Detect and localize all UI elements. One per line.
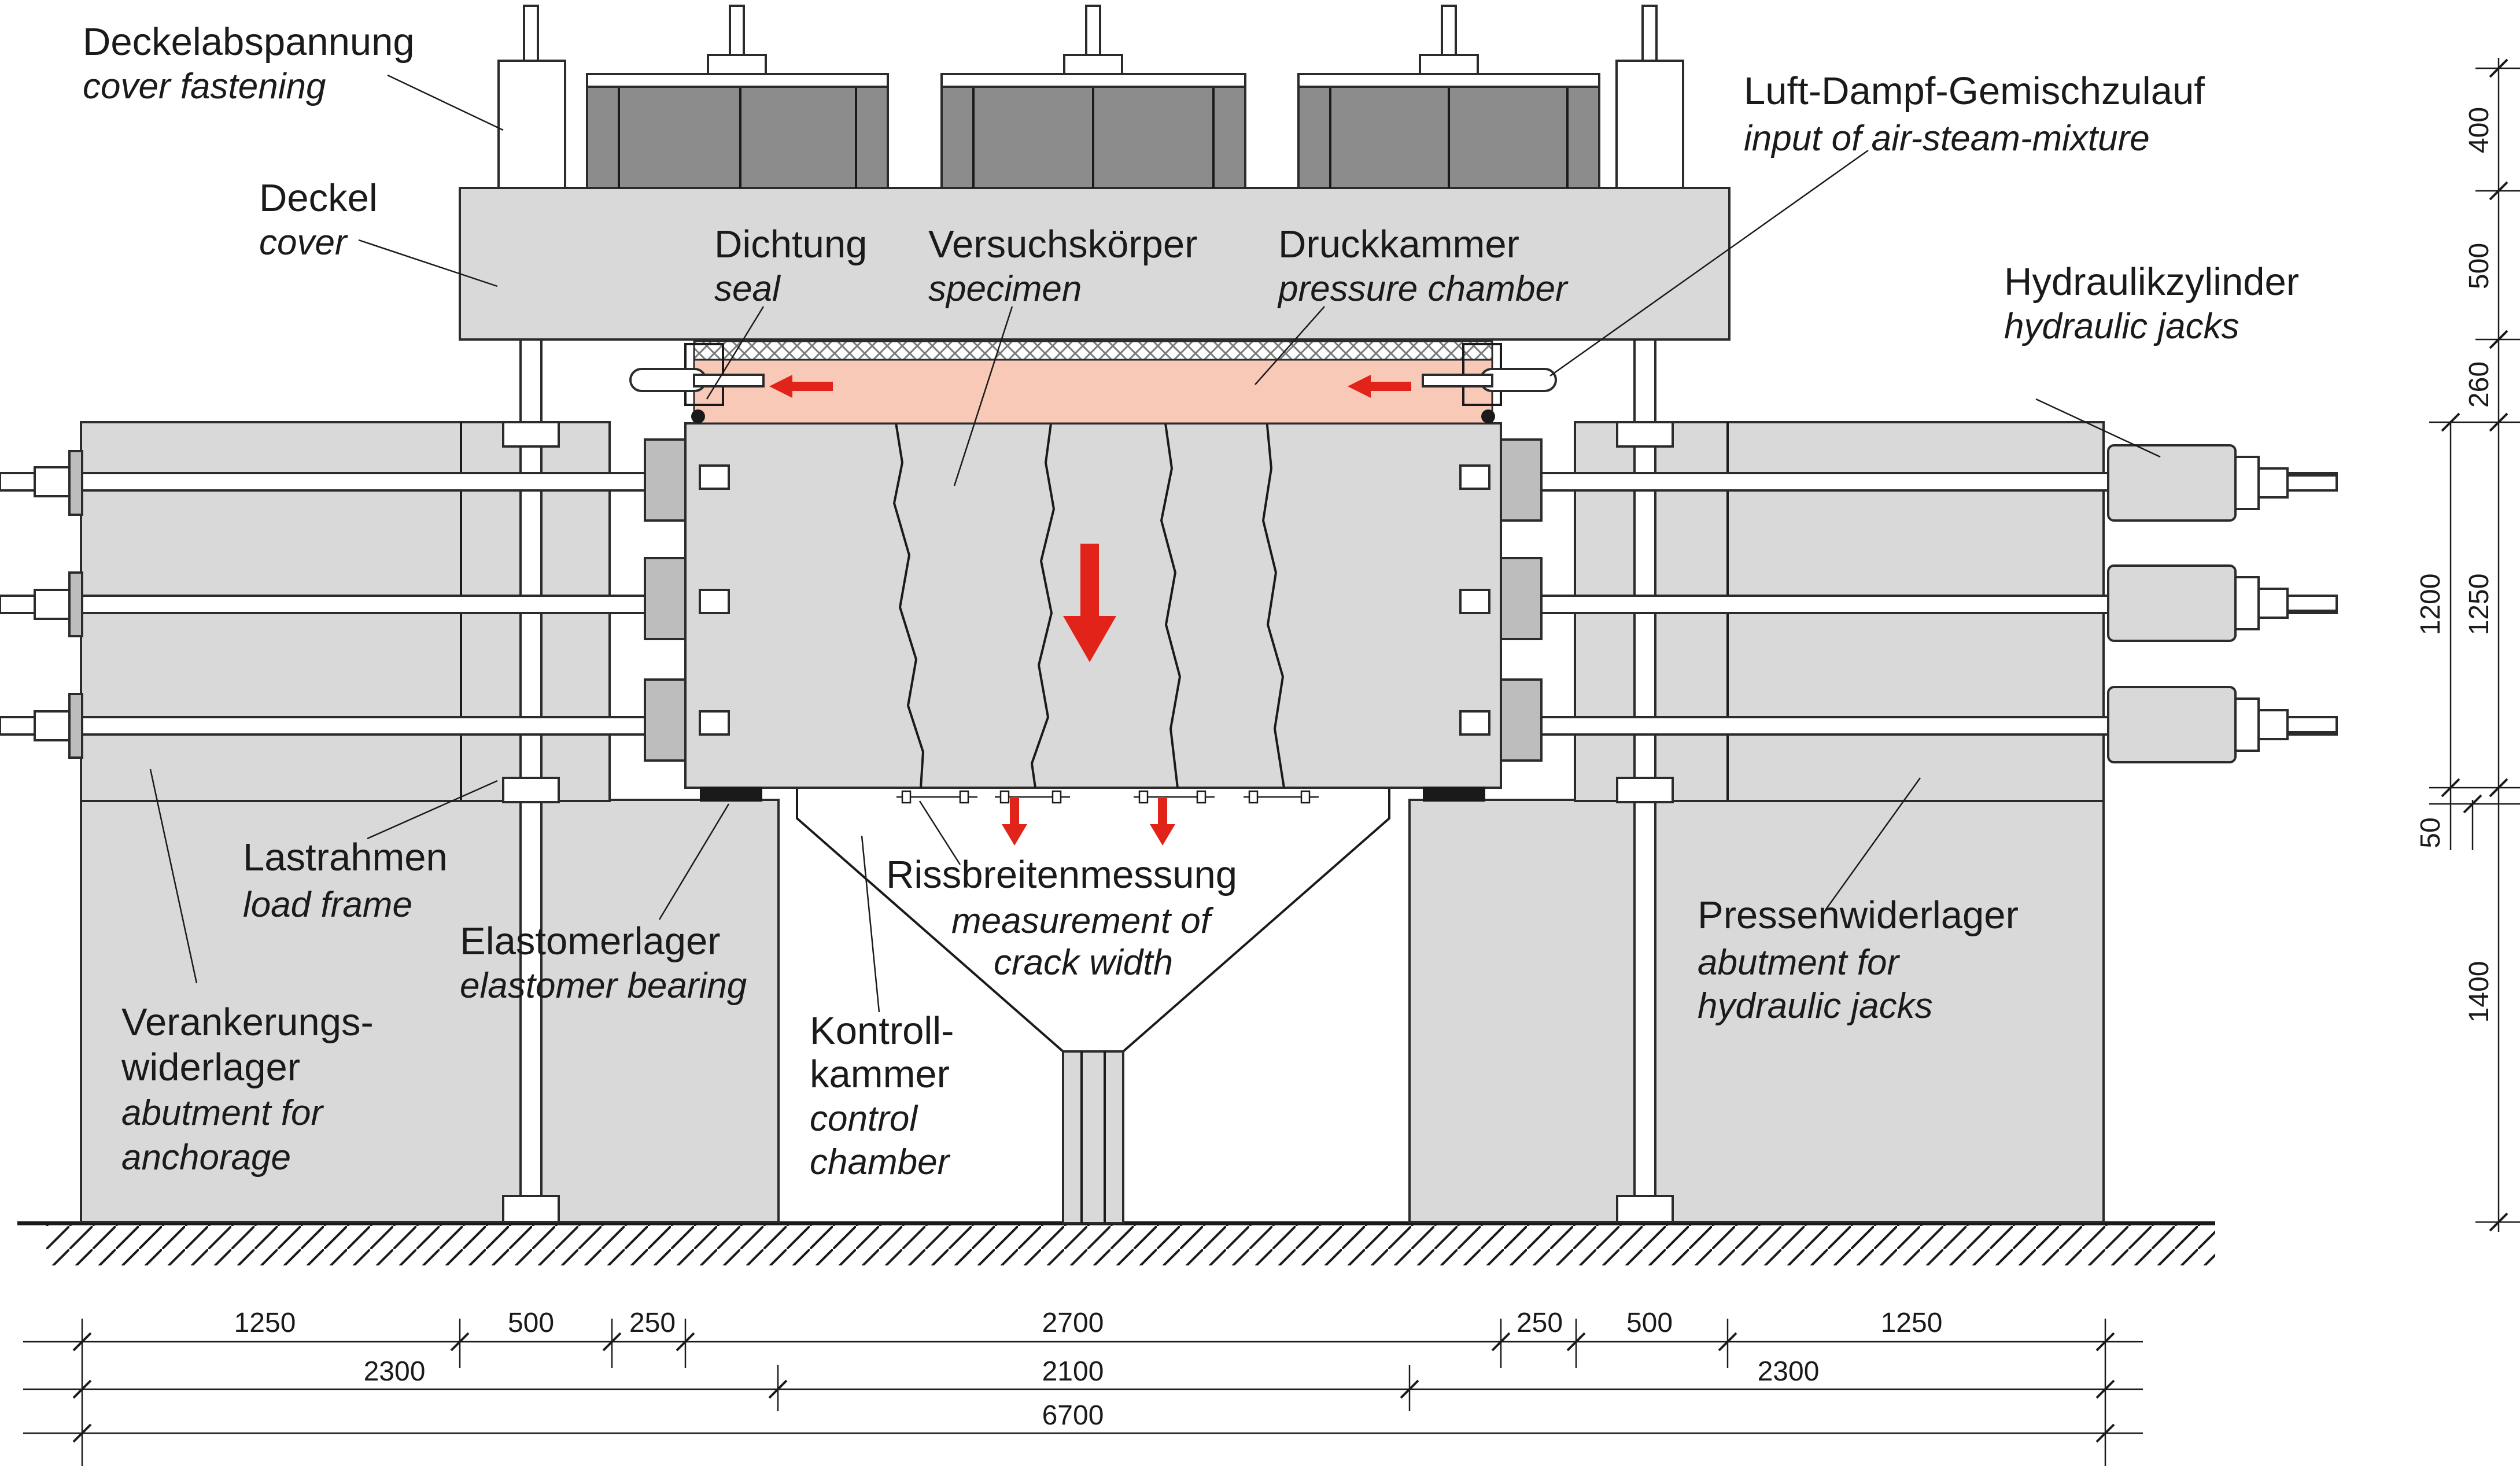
svg-text:cover fastening: cover fastening [83,67,326,106]
svg-text:Elastomerlager: Elastomerlager [460,920,721,963]
horizontal-dimensions: 1250 500 250 2700 250 500 1250 2300 2100… [23,1308,2143,1466]
svg-text:Versuchskörper: Versuchskörper [928,223,1198,266]
leader-lines [149,74,2161,1013]
label-seal: Dichtung seal [714,223,867,309]
dim-1200: 1200 [2415,574,2446,636]
label-air-steam-input: Luft-Dampf-Gemischzulauf input of air-st… [1744,69,2205,158]
label-control-chamber: Kontroll- kammer control chamber [810,1009,954,1182]
svg-text:hydraulic jacks: hydraulic jacks [1698,986,1933,1026]
svg-text:Rissbreitenmessung: Rissbreitenmessung [886,853,1237,896]
svg-text:kammer: kammer [810,1053,950,1096]
label-hydraulic-jacks: Hydraulikzylinder hydraulic jacks [2004,260,2299,346]
dim-1250-vertical: 1250 [2464,574,2495,636]
dim-50: 50 [2415,817,2446,848]
label-specimen: Versuchskörper specimen [928,223,1198,309]
label-cover: Deckel cover [259,176,378,263]
label-crack-width: Rissbreitenmessung measurement of crack … [886,853,1237,983]
vertical-dimensions: 400 500 260 1250 1400 1200 50 [2415,58,2520,1232]
dim-250-right: 250 [1517,1308,1563,1338]
dim-1250-left: 1250 [234,1308,296,1338]
label-load-frame: Lastrahmen load frame [243,836,448,925]
svg-text:pressure chamber: pressure chamber [1277,269,1569,309]
svg-text:crack width: crack width [994,943,1173,983]
svg-text:hydraulic jacks: hydraulic jacks [2004,307,2239,346]
dim-500-left: 500 [508,1308,554,1338]
control-chamber [796,789,1390,1224]
svg-text:Dichtung: Dichtung [714,223,867,266]
dim-250-left: 250 [629,1308,676,1338]
svg-text:seal: seal [714,269,781,309]
dim-1400: 1400 [2464,961,2495,1023]
dim-2300-left: 2300 [364,1356,426,1387]
svg-text:Kontroll-: Kontroll- [810,1009,954,1053]
svg-text:cover: cover [259,223,348,263]
dim-6700: 6700 [1042,1400,1104,1431]
jack-abutment [1408,421,2105,1223]
dim-1250-right: 1250 [1881,1308,1943,1338]
svg-text:anchorage: anchorage [121,1138,291,1178]
cover [459,5,1731,341]
svg-text:Lastrahmen: Lastrahmen [243,836,448,879]
ground [17,1221,2215,1265]
hydraulic-jacks [2107,444,2338,763]
svg-text:Hydraulikzylinder: Hydraulikzylinder [2004,260,2299,304]
label-cover-fastening: Deckelabspannung cover fastening [83,20,415,106]
svg-text:abutment for: abutment for [1698,943,1900,983]
svg-text:abutment for: abutment for [121,1093,324,1133]
svg-text:control: control [810,1099,918,1139]
svg-text:Pressenwiderlager: Pressenwiderlager [1698,894,2019,937]
dim-400: 400 [2464,107,2495,153]
svg-text:Druckkammer: Druckkammer [1278,223,1519,266]
svg-text:measurement of: measurement of [951,901,1214,941]
dim-2300-right: 2300 [1758,1356,1820,1387]
dim-500-vertical: 500 [2464,243,2495,289]
pressure-chamber [629,340,1557,425]
label-jack-abutment: Pressenwiderlager abutment for hydraulic… [1698,894,2019,1026]
svg-text:elastomer bearing: elastomer bearing [460,966,747,1006]
svg-text:load frame: load frame [243,885,412,925]
dim-500-right: 500 [1626,1308,1673,1338]
svg-text:input of air-steam-mixture: input of air-steam-mixture [1744,119,2150,158]
elastomer-bearings [700,787,1485,802]
svg-text:Verankerungs-: Verankerungs- [121,1001,374,1044]
svg-text:widerlager: widerlager [121,1046,300,1089]
dim-2700: 2700 [1042,1308,1104,1338]
dim-260: 260 [2464,361,2495,408]
label-elastomer-bearing: Elastomerlager elastomer bearing [460,920,747,1006]
dim-2100: 2100 [1042,1356,1104,1387]
label-pressure-chamber: Druckkammer pressure chamber [1277,223,1569,309]
label-anchorage-abutment: Verankerungs- widerlager abutment for an… [121,1001,374,1178]
svg-text:Luft-Dampf-Gemischzulauf: Luft-Dampf-Gemischzulauf [1744,69,2205,113]
svg-text:chamber: chamber [810,1142,951,1182]
svg-text:specimen: specimen [928,269,1082,309]
svg-text:Deckel: Deckel [259,176,378,220]
svg-text:Deckelabspannung: Deckelabspannung [83,20,415,64]
pressure-arrows [769,375,1411,846]
